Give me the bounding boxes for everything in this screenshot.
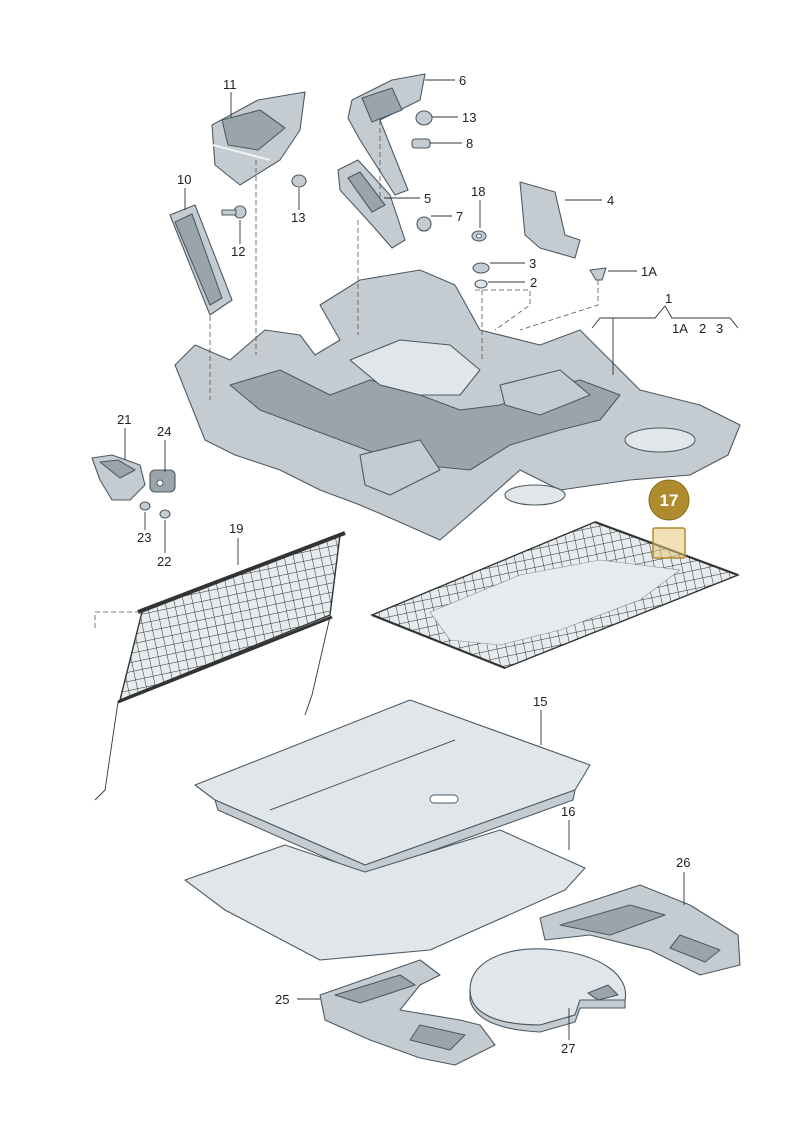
label-23: 23 — [137, 530, 151, 545]
part-15-load-floor — [194, 699, 591, 876]
label-3-group: 3 — [716, 321, 723, 336]
label-3: 3 — [529, 256, 536, 271]
label-15: 15 — [533, 694, 547, 709]
label-6: 6 — [459, 73, 466, 88]
part-13-clip-left — [291, 174, 307, 188]
highlight-17-label: 17 — [660, 491, 679, 510]
label-1: 1 — [665, 291, 672, 306]
part-19-partition-net — [94, 531, 346, 801]
part-1A-clip — [589, 267, 607, 281]
label-27: 27 — [561, 1041, 575, 1056]
part-18-washer — [471, 230, 487, 242]
part-10-trim — [169, 204, 233, 316]
part-21-bracket — [91, 454, 146, 501]
highlight-17-badge[interactable] — [648, 479, 690, 521]
label-24: 24 — [157, 424, 171, 439]
highlight-17-box — [652, 527, 686, 559]
label-1A-group: 1A — [672, 321, 688, 336]
label-18: 18 — [471, 184, 485, 199]
part-7-nut — [416, 216, 432, 232]
label-21: 21 — [117, 412, 131, 427]
part-6-pillar — [347, 73, 426, 196]
highlight-17[interactable]: 17 — [648, 479, 690, 559]
label-2-group: 2 — [699, 321, 706, 336]
callout-labels: 1 1A 1A 2 2 3 3 4 5 6 7 8 10 11 12 13 13… — [117, 73, 723, 1056]
label-1A-clip: 1A — [641, 264, 657, 279]
label-10: 10 — [177, 172, 191, 187]
part-22-screw — [159, 509, 171, 519]
leader-lines — [94, 79, 739, 1040]
label-5: 5 — [424, 191, 431, 206]
label-12: 12 — [231, 244, 245, 259]
part-25-foam-tray — [319, 959, 496, 1066]
part-12-screw — [221, 205, 247, 219]
part-8-screw — [411, 138, 431, 149]
part-23-screw — [139, 501, 151, 511]
part-5-bracket — [337, 159, 406, 249]
part-4-panel — [519, 181, 581, 259]
label-22: 22 — [157, 554, 171, 569]
label-16: 16 — [561, 804, 575, 819]
label-4: 4 — [607, 193, 614, 208]
part-2-clip — [474, 279, 488, 289]
part-3-clip — [472, 262, 490, 274]
part-24-knob — [149, 469, 176, 493]
label-13-right: 13 — [462, 110, 476, 125]
label-13-left: 13 — [291, 210, 305, 225]
part-13-clip-right — [415, 110, 433, 126]
label-2: 2 — [530, 275, 537, 290]
label-19: 19 — [229, 521, 243, 536]
part-27-spare-wheel-cover — [469, 948, 627, 1033]
label-7: 7 — [456, 209, 463, 224]
part-26-foam-tray — [539, 884, 741, 976]
label-11: 11 — [223, 77, 237, 92]
label-25: 25 — [275, 992, 289, 1007]
label-8: 8 — [466, 136, 473, 151]
label-26: 26 — [676, 855, 690, 870]
part-16-cargo-mat — [184, 829, 586, 961]
part-17-cargo-net — [370, 520, 740, 670]
part-11-trim — [211, 91, 306, 186]
part-1-floor-carpet — [174, 269, 741, 541]
